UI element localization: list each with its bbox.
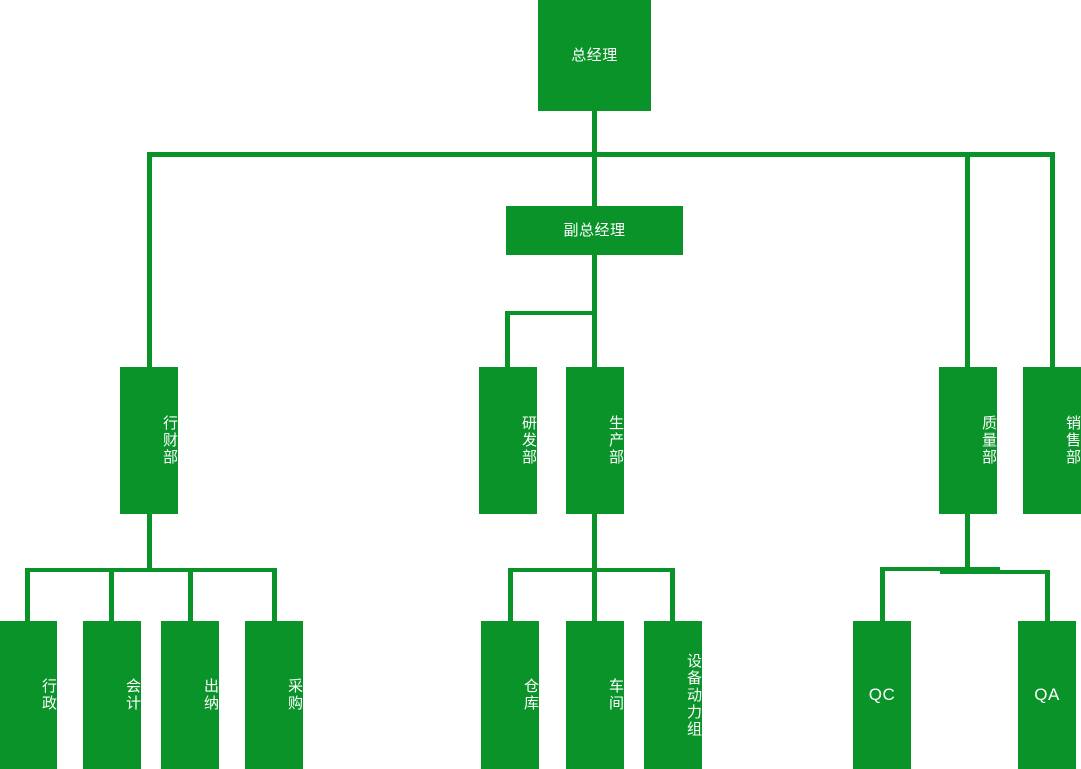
node-label: 仓库: [522, 678, 539, 712]
connector-drop-deputy-gm: [592, 152, 597, 206]
node-admin-finance-dept[interactable]: 行财部: [120, 367, 178, 514]
connector-drop-cashier: [188, 568, 193, 623]
connector-gm-trunk: [592, 111, 597, 156]
node-label: 行财部: [161, 415, 178, 466]
node-label: 销售部: [1064, 415, 1081, 466]
node-qa[interactable]: QA: [1018, 621, 1076, 769]
node-label: 采购: [286, 678, 303, 712]
connector-admin-finance-bus: [25, 568, 277, 572]
connector-drop-equipment: [670, 568, 675, 623]
node-workshop[interactable]: 车间: [566, 621, 624, 769]
connector-drop-qa: [1045, 570, 1050, 623]
node-production-dept[interactable]: 生产部: [566, 367, 624, 514]
connector-quality-trunk: [965, 514, 970, 572]
connector-drop-accounting: [109, 568, 114, 623]
connector-deputy-bus: [505, 311, 597, 315]
node-cashier[interactable]: 出纳: [161, 621, 219, 769]
node-label: 生产部: [607, 415, 624, 466]
node-label: 总经理: [571, 46, 618, 64]
connector-deputy-trunk: [592, 255, 597, 315]
connector-quality-bus-left: [880, 567, 1000, 571]
connector-drop-qc: [880, 567, 885, 623]
connector-drop-warehouse: [508, 568, 513, 623]
node-deputy-general-manager[interactable]: 副总经理: [506, 206, 683, 255]
connector-drop-workshop: [592, 568, 597, 623]
node-accounting[interactable]: 会计: [83, 621, 141, 769]
node-rd-dept[interactable]: 研发部: [479, 367, 537, 514]
node-label: 会计: [124, 678, 141, 712]
node-warehouse[interactable]: 仓库: [481, 621, 539, 769]
connector-top-bus: [149, 152, 1054, 157]
node-label: QA: [1034, 684, 1060, 704]
node-purchasing[interactable]: 采购: [245, 621, 303, 769]
connector-drop-production: [592, 311, 597, 367]
connector-production-bus: [508, 568, 675, 572]
node-label: 副总经理: [563, 221, 626, 239]
connector-drop-rd: [505, 311, 510, 367]
node-label: 质量部: [980, 415, 997, 466]
node-equipment-power-group[interactable]: 设备动力组: [644, 621, 702, 769]
connector-drop-quality: [965, 152, 970, 367]
node-label: QC: [868, 684, 896, 704]
node-sales-dept[interactable]: 销售部: [1023, 367, 1081, 514]
node-label: 车间: [607, 678, 624, 712]
connector-drop-purchasing: [272, 568, 277, 623]
node-label: 出纳: [202, 678, 219, 712]
node-label: 行政: [40, 678, 57, 712]
connector-quality-bus-right: [940, 570, 1050, 574]
connector-drop-admin-finance: [147, 152, 152, 367]
node-general-manager[interactable]: 总经理: [538, 0, 651, 111]
connector-drop-administration: [25, 568, 30, 623]
connector-drop-sales: [1050, 152, 1055, 367]
connector-admin-finance-trunk: [147, 514, 152, 572]
node-administration[interactable]: 行政: [0, 621, 57, 769]
connector-production-trunk: [592, 514, 597, 572]
node-qc[interactable]: QC: [853, 621, 911, 769]
node-label: 研发部: [520, 415, 537, 466]
node-label: 设备动力组: [685, 652, 702, 738]
node-quality-dept[interactable]: 质量部: [939, 367, 997, 514]
